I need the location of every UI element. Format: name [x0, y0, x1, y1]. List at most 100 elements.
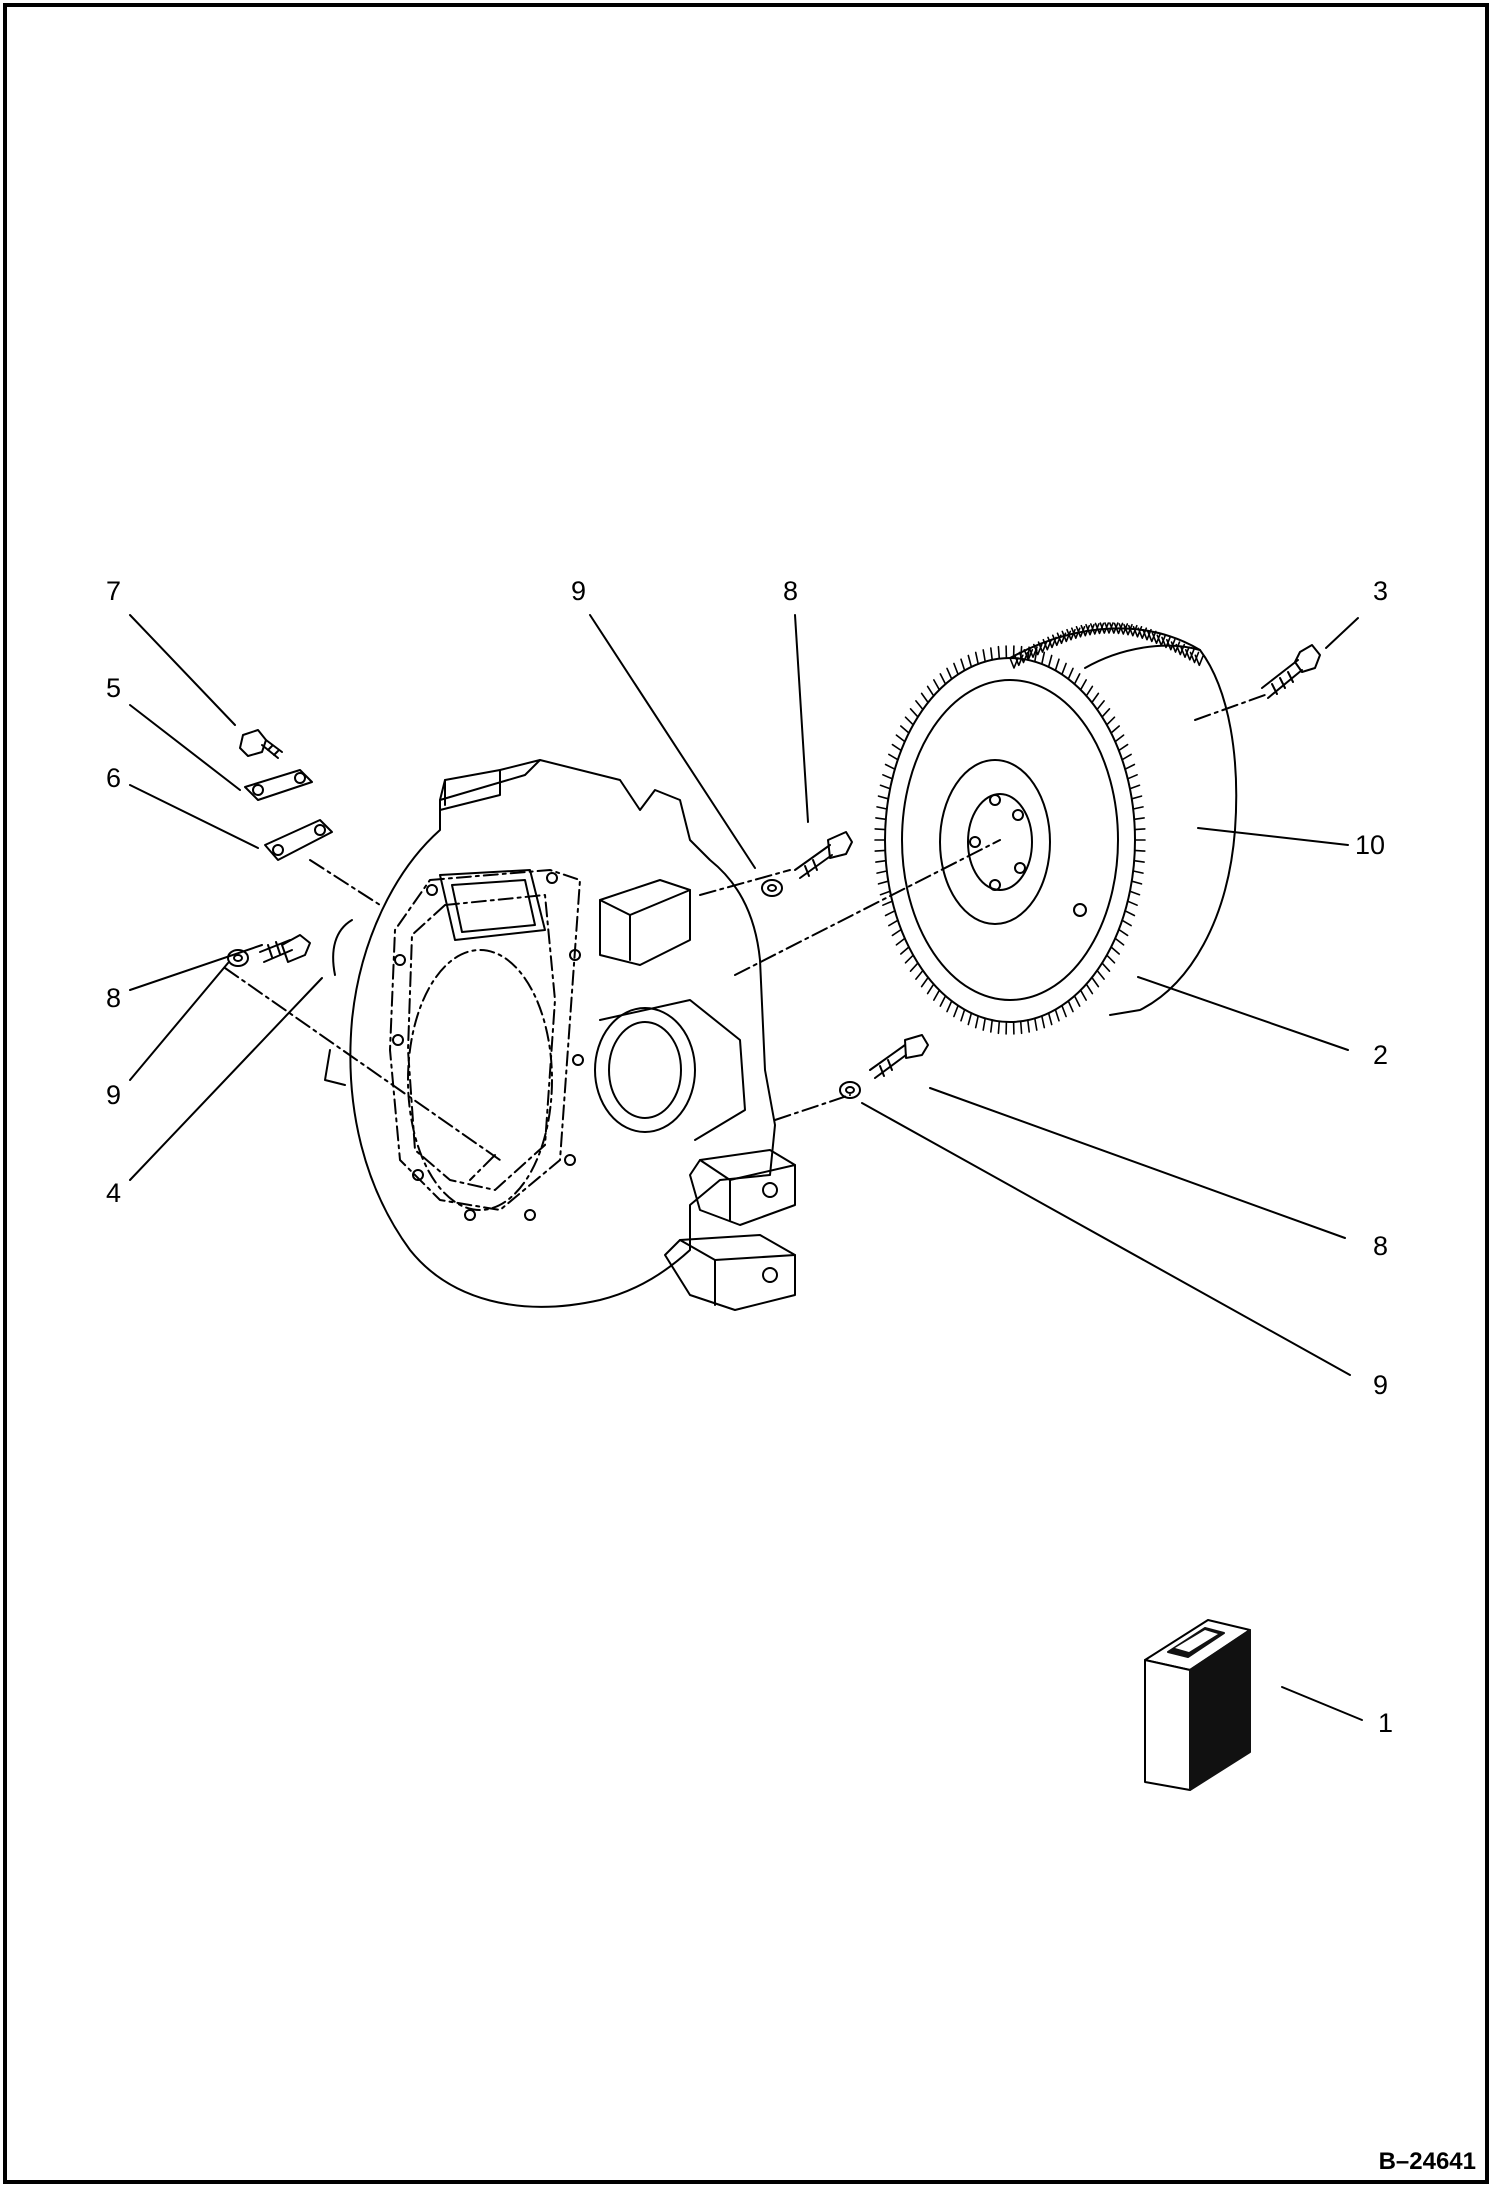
gear-tooth [934, 990, 940, 1000]
gear-tooth [1092, 693, 1099, 702]
gear-tooth [1081, 680, 1087, 690]
gear-tooth [998, 1021, 999, 1033]
gear-tooth [1130, 785, 1140, 788]
gear-tooth [901, 726, 909, 733]
gear-tooth [1102, 709, 1109, 717]
gear-tooth [889, 754, 898, 759]
gear-tooth [1097, 971, 1104, 980]
gear-tooth [1124, 625, 1132, 635]
gear-tooth [968, 656, 971, 667]
callout-9-right: 9 [1373, 1370, 1389, 1400]
gear-tooth [1135, 829, 1145, 830]
gear-tooth [877, 871, 887, 873]
gear-tooth [1135, 850, 1145, 851]
gear-tooth [1035, 1018, 1037, 1030]
gear-tooth [1138, 628, 1146, 638]
gear-tooth [881, 891, 891, 894]
gear-tooth [947, 1001, 952, 1012]
gear-tooth [1068, 668, 1073, 679]
callout-2: 2 [1373, 1040, 1389, 1070]
gear-tooth [1075, 674, 1080, 684]
callout-8-right: 8 [1373, 1231, 1389, 1261]
gear-tooth [1115, 938, 1123, 945]
gear-tooth [1153, 633, 1161, 643]
gear-tooth [1049, 1013, 1052, 1024]
figure-id: B–24641 [1378, 2148, 1476, 2175]
gear-tooth [940, 674, 945, 684]
gear-tooth [928, 984, 934, 994]
ring-gear-teeth [875, 623, 1203, 1034]
gear-tooth [1134, 861, 1144, 862]
gear-tooth [1111, 947, 1119, 954]
gear-tooth [876, 861, 886, 862]
gear-tooth [1125, 765, 1134, 770]
gear-tooth [1075, 996, 1080, 1006]
gear-tooth [1129, 626, 1137, 636]
gear-tooth [1115, 735, 1123, 742]
gear-tooth [1128, 775, 1137, 779]
gear-tooth [1119, 624, 1127, 634]
gear-tooth [976, 1016, 979, 1028]
gear-tooth [1107, 955, 1115, 963]
gear-tooth [892, 930, 901, 936]
callout-8-top: 8 [783, 576, 799, 606]
gear-tooth [991, 1020, 992, 1032]
gear-tooth [1062, 664, 1066, 675]
cover-screw [240, 730, 282, 758]
gear-tooth [896, 735, 904, 742]
gear-tooth [892, 745, 901, 751]
callout-5: 5 [106, 673, 122, 703]
callout-8-left: 8 [106, 983, 122, 1013]
right-bolt [840, 1035, 928, 1098]
flywheel-housing [325, 760, 795, 1310]
gear-tooth [1176, 645, 1184, 655]
gear-tooth [879, 881, 889, 884]
gear-tooth [928, 686, 934, 696]
gear-tooth [883, 901, 892, 905]
gear-tooth [1133, 871, 1143, 873]
gear-tooth [1195, 655, 1203, 665]
gear-tooth [976, 652, 979, 664]
gasket [245, 770, 312, 800]
gear-tooth [1191, 653, 1199, 663]
gear-tooth [896, 938, 904, 945]
gear-tooth [922, 693, 929, 702]
gear-tooth [983, 650, 985, 662]
gear-tooth [906, 955, 914, 963]
gear-tooth [1042, 652, 1045, 664]
gear-tooth [1028, 1020, 1029, 1032]
gear-tooth [881, 785, 891, 788]
gear-tooth [1157, 635, 1165, 645]
callout-6: 6 [106, 763, 122, 793]
gear-tooth [968, 1013, 971, 1024]
gear-tooth [1172, 642, 1180, 652]
gear-tooth [954, 1006, 958, 1017]
gear-tooth [906, 717, 914, 725]
gear-tooth [901, 947, 909, 954]
gear-tooth [1062, 1006, 1066, 1017]
gear-tooth [1132, 881, 1142, 884]
gear-tooth [1086, 984, 1092, 994]
gear-tooth [1055, 1010, 1059, 1021]
gear-tooth [922, 978, 929, 987]
flywheel-bolt [1262, 645, 1320, 698]
gear-tooth [998, 647, 999, 659]
callout-4: 4 [106, 1178, 122, 1208]
gear-tooth [1186, 650, 1194, 660]
gear-tooth [1134, 818, 1144, 819]
gear-tooth [916, 701, 923, 710]
gear-tooth [1086, 686, 1092, 696]
parts-kit-box [1145, 1620, 1250, 1790]
leader-lines [130, 615, 1362, 1720]
cover-plate [265, 820, 332, 860]
gear-tooth [1167, 640, 1175, 650]
gear-tooth [1119, 930, 1128, 936]
gear-tooth [1122, 754, 1131, 759]
callout-3: 3 [1373, 576, 1389, 606]
gear-tooth [1081, 990, 1087, 1000]
gear-tooth [983, 1018, 985, 1030]
gear-tooth [991, 648, 992, 660]
gear-tooth [1128, 901, 1137, 905]
gear-tooth [1107, 717, 1115, 725]
gear-tooth [1132, 796, 1142, 799]
